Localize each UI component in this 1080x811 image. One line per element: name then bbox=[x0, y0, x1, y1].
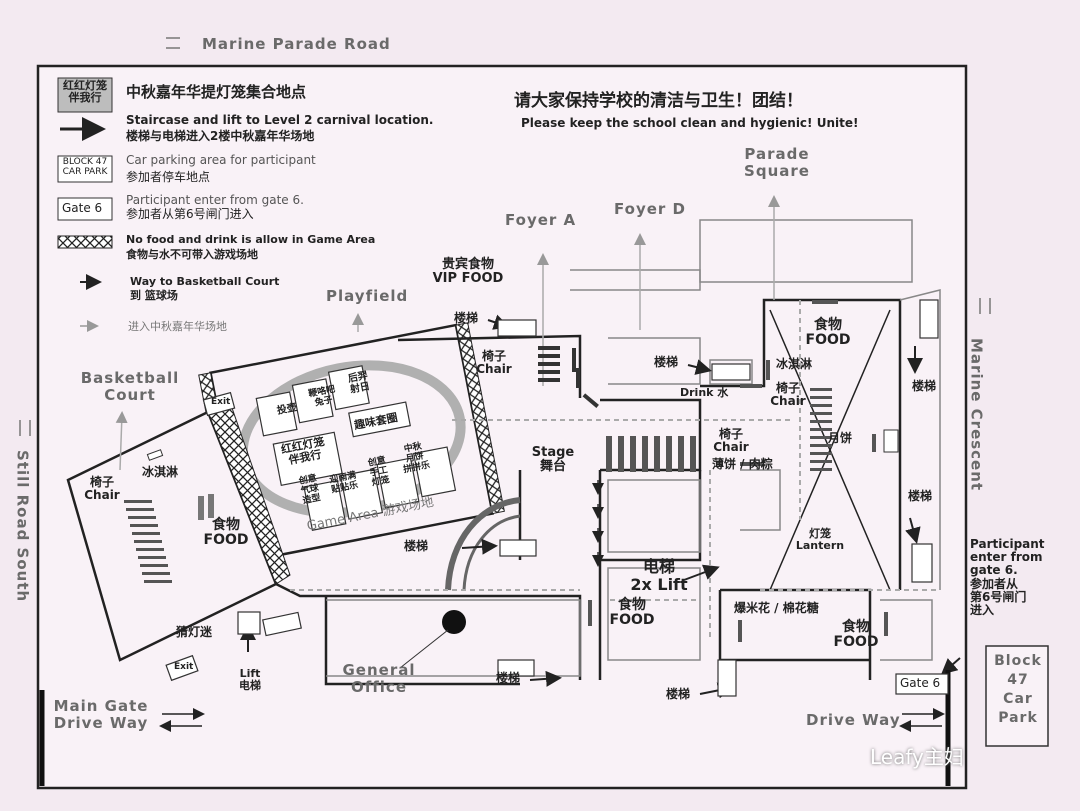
legend-xxxx-swatch bbox=[57, 235, 113, 249]
participant-note: Participant enter from gate 6. 参加者从 第6号闸… bbox=[970, 537, 1045, 617]
chair-court: 椅子 Chair bbox=[84, 475, 120, 503]
road-right: Marine Crescent bbox=[967, 338, 986, 492]
building-outlines bbox=[326, 219, 941, 677]
booth-6: 创意 气球 造型 bbox=[298, 473, 322, 507]
court-chairs bbox=[124, 449, 214, 583]
legend-lantern-tag: 红红灯笼 伴我行 bbox=[63, 79, 107, 105]
stairs-right2: 楼梯 bbox=[908, 489, 933, 503]
chair-stage: 椅子 Chair bbox=[713, 427, 749, 455]
chair-vip: 椅子 Chair bbox=[476, 349, 512, 377]
riddles-label: 猜灯迷 bbox=[176, 625, 213, 639]
playfield-label: Playfield bbox=[326, 287, 409, 305]
vip-food-label: 贵宾食物 VIP FOOD bbox=[432, 257, 504, 287]
mooncake-label: 月饼 bbox=[828, 431, 853, 445]
notice-zh: 请大家保持学校的清洁与卫生！团结！ bbox=[514, 91, 803, 111]
courtyard-chairs bbox=[588, 300, 899, 642]
booths bbox=[255, 365, 457, 531]
lift-small-label: Lift 电梯 bbox=[239, 667, 261, 693]
legend-parking-en: Car parking area for participant bbox=[126, 153, 316, 167]
small-structures bbox=[165, 299, 939, 697]
food-court: 食物 FOOD bbox=[203, 517, 249, 549]
legend-gate-tag: Gate 6 bbox=[62, 201, 103, 215]
crepe-label: 薄饼 / 肉粽 bbox=[712, 457, 773, 471]
gate6-label: Gate 6 bbox=[900, 676, 941, 690]
legend-basket-en: Way to Basketball Court bbox=[130, 275, 280, 288]
notice-en: Please keep the school clean and hygieni… bbox=[521, 116, 859, 130]
legend-nofood-en: No food and drink is allow in Game Area bbox=[126, 233, 376, 246]
stage-chairs bbox=[606, 436, 696, 472]
legend-parking-zh: 参加者停车地点 bbox=[126, 170, 211, 184]
parade-square-label: Parade Square bbox=[744, 145, 810, 180]
legend-gate-swatch bbox=[57, 197, 113, 221]
general-office-label: General Office bbox=[342, 661, 416, 696]
watermark: Leafy主妇 bbox=[870, 745, 964, 769]
stairs-vip: 楼梯 bbox=[454, 311, 479, 325]
gate6-box bbox=[895, 673, 949, 695]
popcorn-label: 爆米花 / 棉花糖 bbox=[734, 601, 819, 615]
foyer-d-label: Foyer D bbox=[614, 200, 686, 218]
legend-gate-zh: 参加者从第6号闸门进入 bbox=[126, 207, 254, 221]
legend-lantern-text: 中秋嘉年华提灯笼集合地点 bbox=[126, 83, 307, 101]
legend-stair-zh: 楼梯与电梯进入2楼中秋嘉年华场地 bbox=[126, 129, 315, 143]
stairs-bottom: 楼梯 bbox=[666, 687, 691, 701]
legend-gate-en: Participant enter from gate 6. bbox=[126, 193, 304, 207]
stairs-drink: 楼梯 bbox=[654, 355, 679, 369]
legend-block-tag: BLOCK 47 CAR PARK bbox=[62, 157, 108, 177]
legend-carnival-zh: 进入中秋嘉年华场地 bbox=[128, 320, 227, 333]
main-gate-label: Main Gate Drive Way bbox=[53, 697, 149, 732]
block47-label: Block 47 Car Park bbox=[994, 653, 1042, 726]
legend-nofood-zh: 食物与水不可带入游戏场地 bbox=[126, 248, 258, 261]
ice-cream-court: 冰淇淋 bbox=[142, 465, 179, 479]
legend-basket-zh: 到 篮球场 bbox=[130, 289, 178, 302]
legend-block-swatch bbox=[57, 155, 113, 183]
road-left: Still Road South bbox=[13, 450, 32, 603]
lantern-label: 灯笼 Lantern bbox=[795, 527, 845, 553]
vip-chairs bbox=[538, 346, 599, 408]
road-top: Marine Parade Road bbox=[202, 35, 391, 53]
stairs-right: 楼梯 bbox=[912, 379, 937, 393]
drink-label: Drink 水 bbox=[680, 386, 729, 399]
drive-arrows bbox=[159, 708, 945, 732]
food-lift: 食物 FOOD bbox=[609, 597, 655, 629]
foyer-a-label: Foyer A bbox=[505, 211, 577, 229]
legend-lantern-swatch bbox=[57, 77, 113, 113]
ice-cream-courtyard: 冰淇淋 bbox=[776, 357, 813, 371]
block47-box bbox=[985, 645, 1049, 747]
food-courtyard: 食物 FOOD bbox=[805, 317, 851, 349]
food-gate: 食物 FOOD bbox=[833, 619, 879, 651]
road-arrows bbox=[19, 37, 991, 436]
basketball-court-label: Basketball Court bbox=[80, 369, 180, 404]
general-office-dot bbox=[442, 610, 466, 634]
courtyard-x bbox=[769, 309, 891, 591]
stairs-stage: 楼梯 bbox=[404, 539, 429, 553]
exit-bottom: Exit bbox=[174, 662, 194, 672]
stairs-office: 楼梯 bbox=[496, 671, 521, 685]
chair-courtyard: 椅子 Chair bbox=[770, 381, 806, 409]
lift-big-label: 电梯 2x Lift bbox=[630, 557, 688, 594]
drive-way-label: Drive Way bbox=[806, 711, 901, 729]
carnival-routes bbox=[290, 300, 940, 640]
legend-stair-en: Staircase and lift to Level 2 carnival l… bbox=[126, 113, 434, 127]
stage-label: Stage 舞台 bbox=[531, 445, 575, 475]
exit-top: Exit bbox=[211, 397, 231, 407]
